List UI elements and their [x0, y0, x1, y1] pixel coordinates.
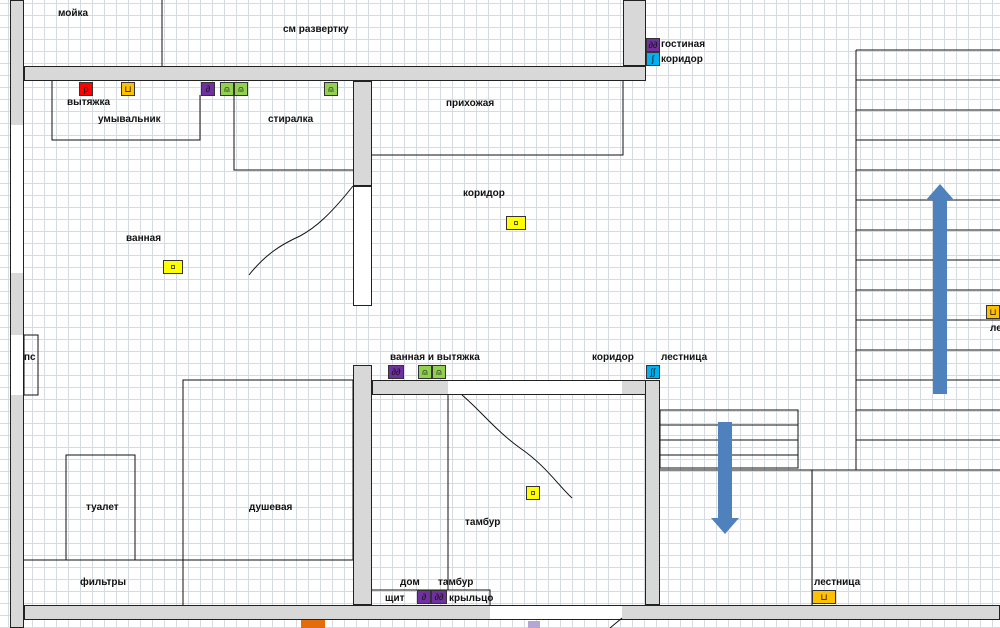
- wall-middle-horizontal-gap: [448, 381, 622, 394]
- switch-vytyazhka-icon: ρ: [79, 82, 93, 96]
- outlet-le-icon: ⊔: [986, 305, 1000, 319]
- label-stiralka: стиралка: [268, 114, 314, 125]
- label-vannaya: ванная: [126, 233, 162, 244]
- switch-dom-icon: ∂: [417, 590, 431, 604]
- label-filtry: фильтры: [80, 577, 127, 588]
- label-vannaya-vytyazhka: ванная и вытяжка: [390, 352, 480, 363]
- switch-lestnitsa-icon: ∫∫: [646, 365, 660, 379]
- label-prihozhaya: прихожая: [446, 98, 495, 109]
- label-lestnitsa-low: лестница: [661, 352, 708, 363]
- wall-mid-vertical-middle: [353, 186, 372, 306]
- label-gostinaya: гостиная: [661, 39, 706, 50]
- socket-stiralka-icon: ⍝: [324, 82, 338, 96]
- wall-stair-vertical: [645, 380, 660, 605]
- lamp-tambur-icon: ¤: [526, 486, 540, 500]
- label-le-cut: ле: [990, 323, 1000, 334]
- switch-bath-icon: ∂: [201, 82, 215, 96]
- label-tambur-bottom: тамбур: [438, 577, 474, 588]
- switch-koridor-icon: ∫: [646, 52, 660, 66]
- label-dom: дом: [400, 577, 420, 588]
- wall-left-vertical: [10, 0, 24, 628]
- outlet-umyvalnik-icon: ⊔: [121, 82, 135, 96]
- label-koridor-mid: коридор: [463, 188, 505, 199]
- label-razvertka: см развертку: [283, 24, 349, 35]
- wall-top-horizontal: [24, 66, 646, 81]
- socket-green-1-icon: ⍝: [220, 82, 234, 96]
- wall-mid-vertical-upper: [353, 81, 372, 186]
- label-koridor-low: коридор: [592, 352, 634, 363]
- wall-left-gap-2: [11, 335, 23, 395]
- wall-left-gap-1: [11, 125, 23, 273]
- socket-green-3-icon: ⍝: [418, 365, 432, 379]
- arrow-up-icon: [926, 184, 954, 394]
- label-tualet: туалет: [86, 502, 119, 513]
- lamp-koridor-icon: ¤: [506, 216, 526, 230]
- wall-mid-vertical-lower: [353, 365, 372, 605]
- socket-green-4-icon: ⍝: [432, 365, 446, 379]
- arrow-down-icon: [711, 422, 739, 534]
- switch-tambur-double-icon: ∂∂: [431, 590, 447, 604]
- partial-orange-marker-icon: [301, 620, 325, 628]
- lamp-vannaya-icon: ¤: [163, 260, 183, 274]
- socket-green-2-icon: ⍝: [234, 82, 248, 96]
- switch-gostinaya-icon: ∂∂: [646, 38, 660, 52]
- label-kryltso: крыльцо: [449, 593, 494, 604]
- wall-right-top-vertical: [623, 0, 646, 66]
- label-shchit: щит: [385, 593, 405, 604]
- label-dushevaya: душевая: [249, 502, 293, 513]
- label-lestnitsa-bottom: лестница: [814, 577, 861, 588]
- outlet-lestnitsa-icon: ⊔: [812, 590, 836, 604]
- label-umyvalnik: умывальник: [98, 114, 161, 125]
- label-tambur-room: тамбур: [465, 517, 501, 528]
- label-vytyazhka: вытяжка: [67, 97, 111, 108]
- label-moyka: мойка: [58, 8, 89, 19]
- switch-vannaya-double-icon: ∂∂: [388, 365, 404, 379]
- label-koridor-top: коридор: [661, 54, 703, 65]
- wall-bottom-gap: [490, 606, 622, 619]
- label-ps: пс: [24, 352, 36, 363]
- wall-upper-left-stub: [0, 0, 10, 628]
- partial-lavender-marker-icon: [528, 621, 540, 628]
